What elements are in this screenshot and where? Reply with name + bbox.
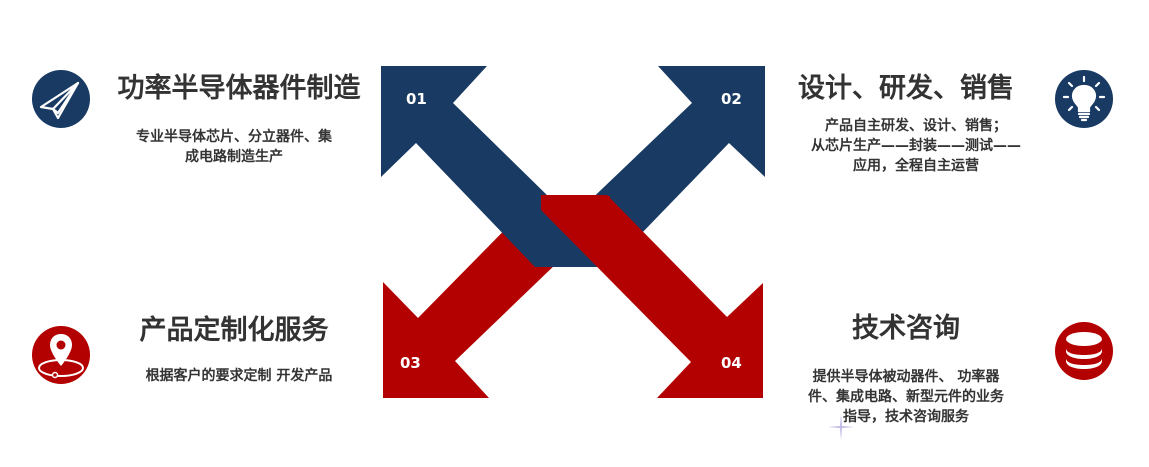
description-line: 件、集成电路、新型元件的业务	[808, 389, 1004, 405]
description-line: 应用，全程自主运营	[853, 158, 979, 174]
arrow-01	[381, 66, 603, 267]
description-line: 从芯片生产——封装——测试——	[811, 138, 1021, 154]
lightbulb-icon-badge	[1055, 70, 1113, 128]
location-pin-icon	[32, 326, 90, 384]
arrow-04	[541, 195, 763, 398]
section-04-description: 提供半导体被动器件、 功率器 件、集成电路、新型元件的业务 指导，技术咨询服务	[786, 367, 1026, 427]
arrow-number-03: 03	[400, 354, 421, 372]
paper-plane-icon-badge	[32, 70, 90, 128]
description-line: 产品自主研发、设计、销售；	[825, 118, 1007, 134]
section-03-title: 产品定制化服务	[139, 315, 329, 346]
section-03-description: 根据客户的要求定制 开发产品	[126, 366, 352, 386]
description-line: 提供半导体被动器件、 功率器	[812, 369, 1000, 385]
section-04-title: 技术咨询	[852, 313, 960, 344]
section-02-description: 产品自主研发、设计、销售； 从芯片生产——封装——测试—— 应用，全程自主运营	[788, 116, 1044, 176]
paper-plane-icon	[32, 70, 90, 128]
lightbulb-icon	[1055, 70, 1113, 128]
description-line: 成电路制造生产	[185, 149, 283, 165]
description-line: 根据客户的要求定制 开发产品	[145, 368, 333, 384]
section-01-description: 专业半导体芯片、分立器件、集 成电路制造生产	[112, 127, 356, 167]
arrow-number-02: 02	[721, 90, 742, 108]
arrow-number-04: 04	[721, 354, 742, 372]
section-02-title: 设计、研发、销售	[798, 73, 1014, 104]
arrow-number-01: 01	[406, 90, 427, 108]
description-line: 专业半导体芯片、分立器件、集	[136, 129, 332, 145]
section-01-title: 功率半导体器件制造	[117, 73, 361, 104]
location-pin-icon-badge	[32, 326, 90, 384]
database-icon-badge	[1055, 322, 1113, 380]
database-icon	[1055, 322, 1113, 380]
description-line: 指导，技术咨询服务	[843, 409, 969, 425]
